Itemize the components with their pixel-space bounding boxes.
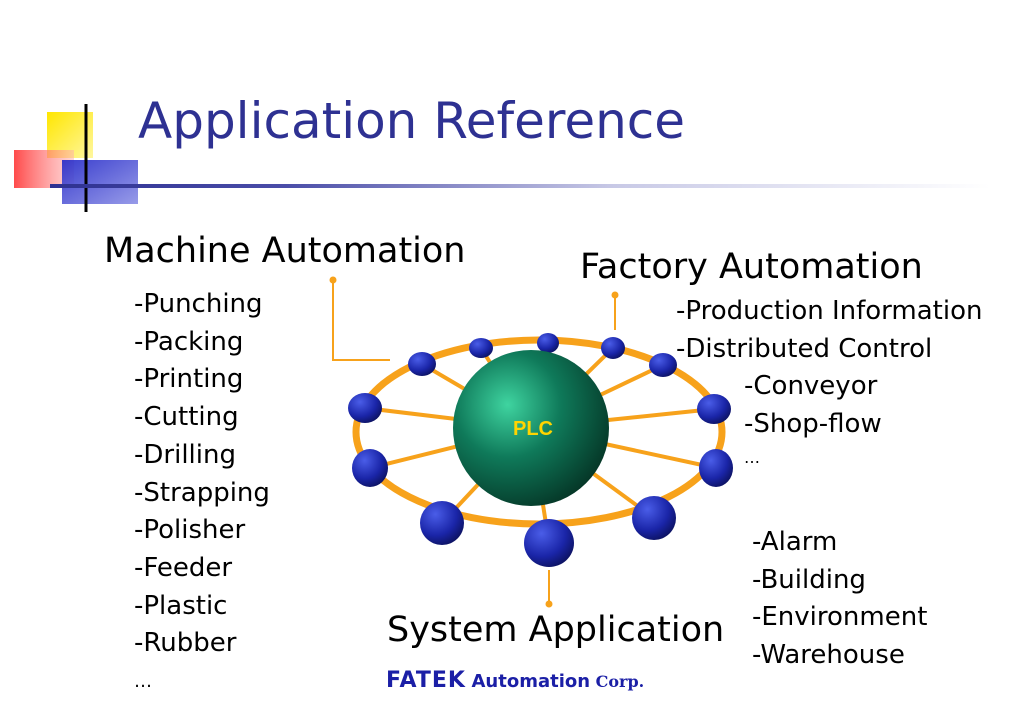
list-item: -Punching xyxy=(134,289,263,319)
machine-automation-list: -Punching -Packing -Printing -Cutting -D… xyxy=(134,286,270,701)
logo-blue-square xyxy=(62,160,138,204)
plc-center-sphere xyxy=(453,350,609,506)
fatek-brand-logo: FATEK Automation Corp. xyxy=(386,668,644,693)
network-node xyxy=(420,501,464,545)
list-item: -Strapping xyxy=(134,477,270,508)
list-item: -Packing xyxy=(134,326,244,357)
network-node xyxy=(537,333,559,353)
list-item: -Feeder xyxy=(134,552,233,583)
network-node xyxy=(601,337,625,359)
network-node xyxy=(469,338,493,358)
list-item: -Plastic xyxy=(134,590,228,621)
list-item: -Rubber xyxy=(134,628,237,659)
factory-automation-list: -Production Information -Distributed Con… xyxy=(676,293,982,368)
factory-callout-dot xyxy=(611,291,619,299)
network-nodes xyxy=(348,333,733,567)
factory-automation-sublist: -Conveyor -Shop-flow … xyxy=(744,368,882,473)
brand-name: FATEK xyxy=(386,668,466,693)
system-application-list: -Alarm -Building -Environment -Warehouse xyxy=(752,524,927,675)
list-item: -Distributed Control xyxy=(676,333,933,364)
plc-label: PLC xyxy=(513,418,553,440)
machine-callout-line xyxy=(332,280,390,361)
brand-corp: Corp. xyxy=(595,672,645,691)
list-item: -Printing xyxy=(134,364,244,395)
list-item: -Polisher xyxy=(134,515,246,546)
list-item: -Cutting xyxy=(134,402,239,433)
system-callout-dot xyxy=(545,600,553,608)
network-node xyxy=(649,353,677,377)
list-item: -Environment xyxy=(752,602,928,633)
network-node xyxy=(348,393,382,423)
slide-title: Application Reference xyxy=(138,92,686,150)
list-item: -Conveyor xyxy=(744,371,878,401)
network-node xyxy=(632,496,676,540)
callout-lines xyxy=(332,280,616,602)
list-item: -Production Information xyxy=(676,296,983,326)
list-item: -Building xyxy=(752,564,866,595)
system-application-heading: System Application xyxy=(387,610,725,650)
network-node xyxy=(352,449,388,487)
network-node xyxy=(408,352,436,376)
list-item: … xyxy=(134,671,152,693)
machine-callout-dot xyxy=(329,276,337,284)
factory-automation-heading: Factory Automation xyxy=(580,247,923,287)
network-node xyxy=(697,394,731,424)
brand-sub: Automation xyxy=(471,671,591,692)
list-item: -Shop-flow xyxy=(744,408,882,439)
network-node xyxy=(524,519,574,567)
list-item: -Warehouse xyxy=(752,640,905,671)
list-item: … xyxy=(744,448,760,468)
network-node xyxy=(699,449,733,487)
list-item: -Drilling xyxy=(134,439,236,470)
machine-automation-heading: Machine Automation xyxy=(104,231,466,271)
list-item: -Alarm xyxy=(752,527,838,557)
title-underline xyxy=(50,184,990,188)
